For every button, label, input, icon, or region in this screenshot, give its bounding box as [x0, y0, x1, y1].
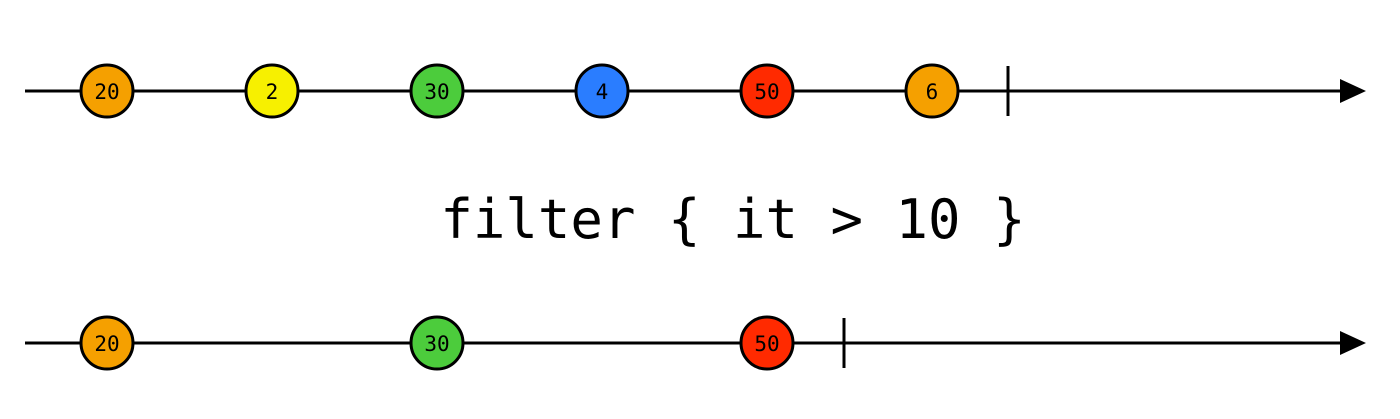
input-marble-value: 6 [926, 80, 939, 104]
output-timeline-arrowhead-icon [1340, 331, 1366, 355]
input-timeline-arrowhead-icon [1340, 79, 1366, 103]
output-marble-circle [79, 315, 135, 371]
input-marble-circle [904, 63, 960, 119]
input-marble-value: 4 [596, 80, 609, 104]
input-marbles: 20 2 30 4 50 6 [79, 63, 960, 119]
input-marble-circle [79, 63, 135, 119]
input-marble-circle [574, 63, 630, 119]
output-marble-value: 30 [424, 332, 449, 356]
input-marble-value: 20 [94, 80, 119, 104]
output-marbles: 20 30 50 [79, 315, 795, 371]
input-marble-circle [244, 63, 300, 119]
input-marble-circle [739, 63, 795, 119]
input-marble: 6 [904, 63, 960, 119]
input-marble: 20 [79, 63, 135, 119]
output-marble-value: 20 [94, 332, 119, 356]
input-marble-value: 50 [754, 80, 779, 104]
output-timeline: 20 30 50 [25, 315, 1366, 371]
input-timeline: 20 2 30 4 50 6 [25, 63, 1366, 119]
operator-label: filter { it > 10 } [440, 188, 1025, 251]
output-marble-circle [739, 315, 795, 371]
input-marble-value: 30 [424, 80, 449, 104]
input-marble: 30 [409, 63, 465, 119]
output-marble: 50 [739, 315, 795, 371]
input-marble: 50 [739, 63, 795, 119]
output-marble: 30 [409, 315, 465, 371]
input-marble-value: 2 [266, 80, 279, 104]
output-marble-value: 50 [754, 332, 779, 356]
input-marble-circle [409, 63, 465, 119]
output-marble-circle [409, 315, 465, 371]
input-marble: 4 [574, 63, 630, 119]
input-marble: 2 [244, 63, 300, 119]
output-marble: 20 [79, 315, 135, 371]
